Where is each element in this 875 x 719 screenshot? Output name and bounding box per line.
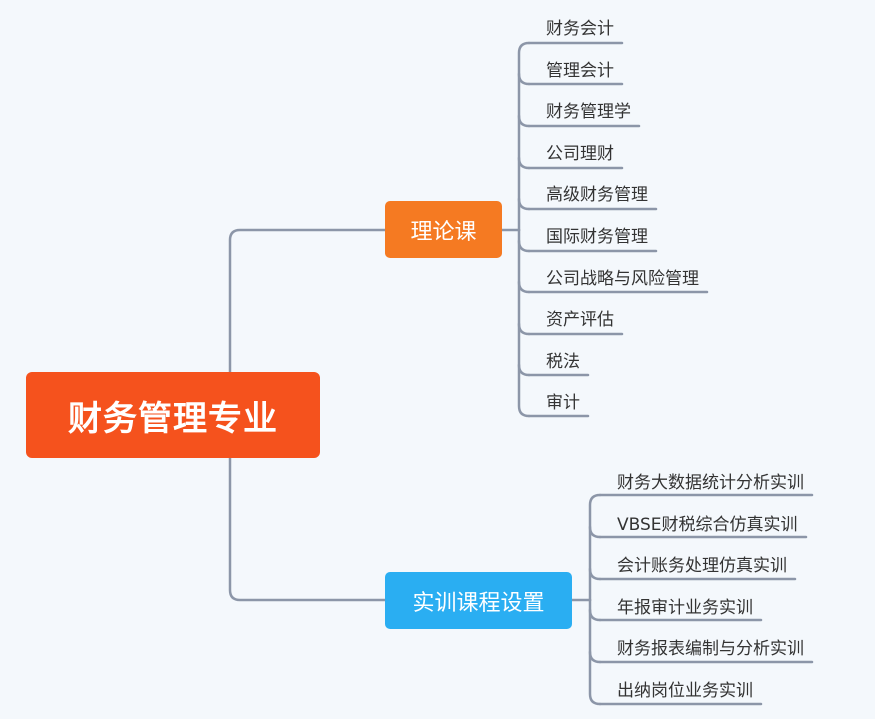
theory-branch-curve-3 bbox=[517, 114, 531, 128]
connector-root-theory bbox=[228, 228, 387, 374]
branch-theory-label: 理论课 bbox=[410, 219, 477, 245]
leaf-theory-6[interactable]: 国际财务管理 bbox=[546, 227, 648, 247]
practice-branch-curve-3 bbox=[588, 567, 602, 581]
branch-practice-node[interactable]: 实训课程设置 bbox=[385, 572, 572, 629]
connector-root-practice bbox=[228, 456, 387, 602]
theory-branch-curve-9 bbox=[517, 363, 531, 377]
leaf-practice-2[interactable]: VBSE财税综合仿真实训 bbox=[617, 515, 798, 535]
practice-branch-curve-2 bbox=[588, 525, 602, 539]
connector-practice-spine-top bbox=[588, 493, 602, 602]
leaf-theory-3[interactable]: 财务管理学 bbox=[546, 102, 631, 122]
connector-practice-spine-bottom bbox=[588, 598, 602, 706]
root-node[interactable]: 财务管理专业 bbox=[26, 372, 320, 458]
branch-practice-label: 实训课程设置 bbox=[412, 590, 545, 616]
leaf-practice-4[interactable]: 年报审计业务实训 bbox=[617, 598, 753, 618]
leaf-theory-7[interactable]: 公司战略与风险管理 bbox=[546, 269, 699, 289]
leaf-theory-10[interactable]: 审计 bbox=[546, 393, 580, 413]
leaf-theory-2[interactable]: 管理会计 bbox=[546, 61, 614, 81]
leaf-theory-4[interactable]: 公司理财 bbox=[546, 144, 614, 164]
theory-branch-curve-2 bbox=[517, 72, 531, 86]
theory-branch-curve-6 bbox=[517, 239, 531, 253]
leaf-theory-1[interactable]: 财务会计 bbox=[546, 19, 614, 39]
connector-theory-spine-bottom bbox=[517, 228, 531, 418]
leaf-theory-5[interactable]: 高级财务管理 bbox=[546, 185, 648, 205]
connector-theory-spine-top bbox=[517, 41, 531, 232]
leaf-practice-3[interactable]: 会计账务处理仿真实训 bbox=[617, 556, 787, 576]
theory-branch-curve-4 bbox=[517, 156, 531, 170]
leaf-practice-5[interactable]: 财务报表编制与分析实训 bbox=[617, 639, 804, 659]
leaf-practice-6[interactable]: 出纳岗位业务实训 bbox=[617, 681, 753, 701]
practice-branch-curve-5 bbox=[588, 650, 602, 664]
branch-theory-node[interactable]: 理论课 bbox=[385, 201, 502, 258]
theory-branch-curve-5 bbox=[517, 197, 531, 211]
leaf-practice-1[interactable]: 财务大数据统计分析实训 bbox=[617, 473, 804, 493]
leaf-theory-8[interactable]: 资产评估 bbox=[546, 310, 614, 330]
leaf-theory-9[interactable]: 税法 bbox=[546, 352, 580, 372]
theory-branch-curve-8 bbox=[517, 322, 531, 336]
root-label: 财务管理专业 bbox=[68, 398, 278, 439]
practice-branch-curve-4 bbox=[588, 608, 602, 622]
theory-branch-curve-7 bbox=[517, 280, 531, 294]
